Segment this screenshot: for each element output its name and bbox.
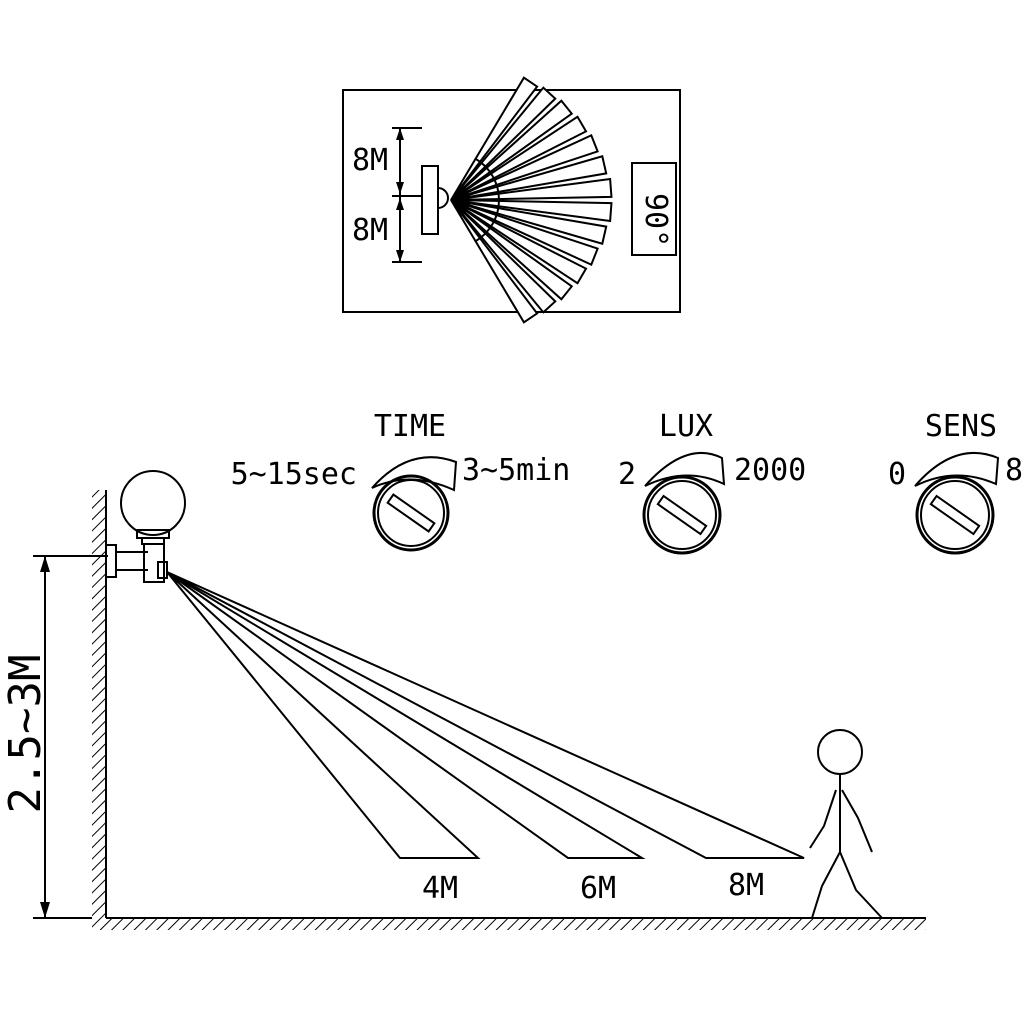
detection-zone-6m [166,571,646,859]
lux-max-label: 2000 [734,453,806,488]
lux-dial [642,475,722,555]
knob-lux[interactable]: LUX 2 2000 [618,409,806,555]
detection-ray [450,199,599,266]
person-figure [809,729,883,919]
time-title: TIME [374,409,446,444]
time-dial [372,474,450,552]
sens-dial [915,475,995,555]
distance-label-4m: 4M [422,871,458,906]
pir-sensor [157,561,168,579]
detection-ray [450,177,613,201]
knob-time[interactable]: TIME 5~15sec 3~5min [231,409,571,552]
detection-zones [166,571,805,859]
height-dimension [33,555,108,919]
detection-ray [450,86,557,201]
distance-label-6m: 6M [580,871,616,906]
ground-hatching [92,918,926,930]
sensor-lens-top [437,187,449,209]
detection-ray [450,199,557,314]
time-scale-arc [371,456,458,492]
detection-ray [450,199,588,285]
detection-ray [450,76,539,201]
detection-ray [450,115,588,201]
lamp-fixture [105,470,186,583]
time-max-label: 3~5min [462,453,570,488]
mount-height-label: 2.5~3M [0,655,51,814]
lux-title: LUX [659,409,713,444]
lux-dial-slot [656,494,708,536]
range-upper-label: 8M [352,143,388,178]
time-dial-slot [386,493,436,533]
detection-ray [450,199,539,324]
knob-sens[interactable]: SENS 0 8 [888,409,1023,555]
top-view-frame [342,89,681,313]
detection-ray [450,199,574,301]
detection-zone-4m [166,571,481,859]
side-view: 2.5~3M 4M 6M 8M [0,470,926,930]
sens-min-label: 0 [888,457,906,492]
sens-max-label: 8 [1005,453,1023,488]
detection-ray [450,99,574,201]
lux-min-label: 2 [618,457,636,492]
sensor-body-top [421,165,439,235]
sens-dial-slot [929,494,981,536]
angle-label: 90° [638,193,673,247]
detection-ray [450,134,599,201]
person-head [817,729,863,775]
top-view-panel: 8M 8M 90° [342,76,681,324]
fan-inner-arc [474,157,500,243]
range-lower-label: 8M [352,213,388,248]
distance-label-8m: 8M [728,868,764,903]
lamp-globe [120,470,186,536]
detection-zone-8m [166,571,805,859]
wall-hatching [92,490,106,918]
detection-fan [450,76,613,324]
sens-scale-arc [914,451,1000,487]
angle-box [631,162,677,256]
detection-ray [450,155,608,201]
detection-ray [450,199,608,245]
range-dimension [392,127,422,263]
detection-ray [450,199,613,223]
time-min-label: 5~15sec [231,457,357,492]
sens-title: SENS [925,409,997,444]
